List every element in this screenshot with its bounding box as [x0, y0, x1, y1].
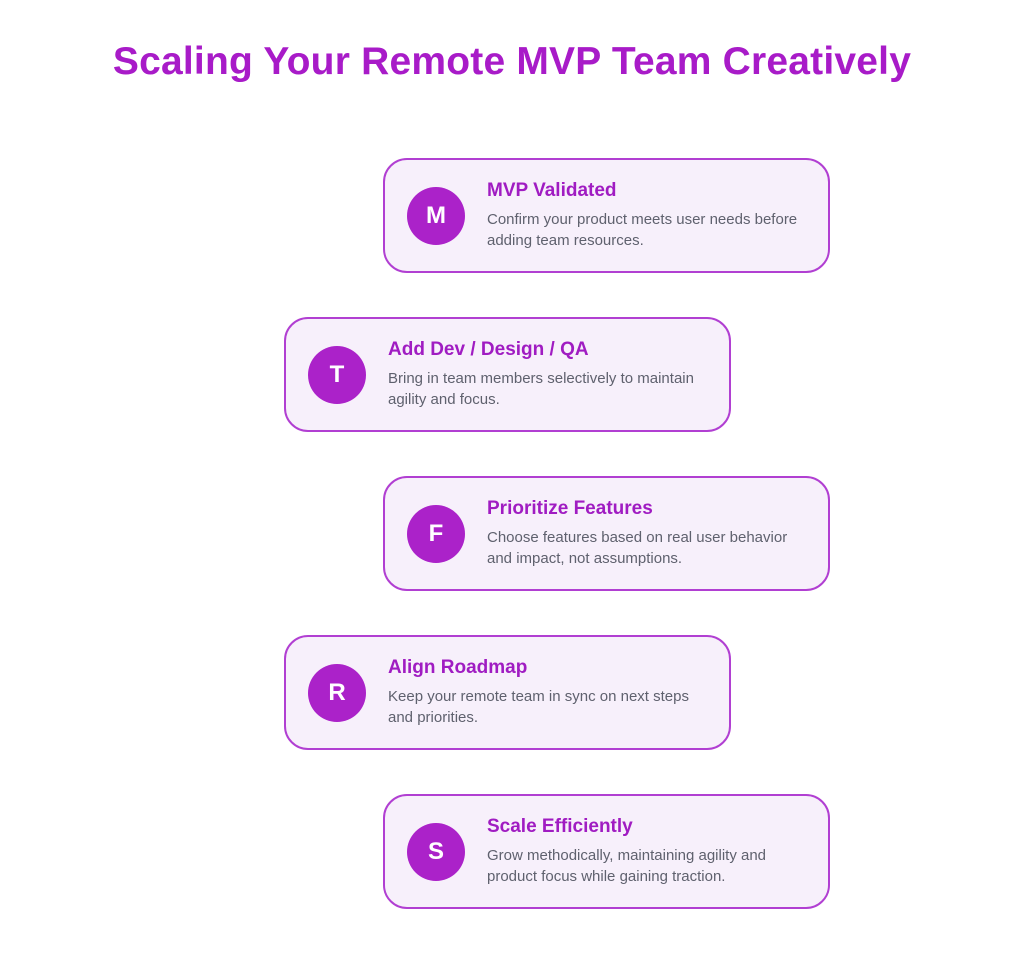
- step-description: Choose features based on real user behav…: [487, 529, 788, 567]
- step-text-block: Add Dev / Design / QA Bring in team memb…: [388, 339, 705, 410]
- step-text-block: MVP Validated Confirm your product meets…: [487, 180, 804, 251]
- step-card-align-roadmap: R Align Roadmap Keep your remote team in…: [284, 635, 731, 750]
- step-letter-badge: F: [407, 504, 465, 563]
- infographic-page: Scaling Your Remote MVP Team Creatively …: [0, 40, 1024, 959]
- step-card-mvp-validated: M MVP Validated Confirm your product mee…: [383, 158, 830, 273]
- step-card-scale-efficiently: S Scale Efficiently Grow methodically, m…: [383, 794, 830, 909]
- step-letter-badge: S: [407, 822, 465, 881]
- step-description: Keep your remote team in sync on next st…: [388, 688, 689, 726]
- step-title: Prioritize Features: [487, 498, 653, 519]
- step-letter-badge: T: [308, 345, 366, 404]
- step-description: Confirm your product meets user needs be…: [487, 211, 798, 249]
- step-text-block: Align Roadmap Keep your remote team in s…: [388, 657, 705, 728]
- steps-list: M MVP Validated Confirm your product mee…: [0, 158, 1024, 953]
- step-card-prioritize-features: F Prioritize Features Choose features ba…: [383, 476, 830, 591]
- step-description: Bring in team members selectively to mai…: [388, 370, 694, 408]
- step-title: Add Dev / Design / QA: [388, 339, 589, 360]
- step-text-block: Scale Efficiently Grow methodically, mai…: [487, 816, 804, 887]
- step-letter-badge: M: [407, 186, 465, 245]
- step-text-block: Prioritize Features Choose features base…: [487, 498, 804, 569]
- step-title: Scale Efficiently: [487, 816, 633, 837]
- step-card-add-dev-design-qa: T Add Dev / Design / QA Bring in team me…: [284, 317, 731, 432]
- step-title: MVP Validated: [487, 180, 617, 201]
- page-title: Scaling Your Remote MVP Team Creatively: [112, 40, 912, 83]
- step-description: Grow methodically, maintaining agility a…: [487, 847, 767, 885]
- step-title: Align Roadmap: [388, 657, 528, 678]
- step-letter-badge: R: [308, 663, 366, 722]
